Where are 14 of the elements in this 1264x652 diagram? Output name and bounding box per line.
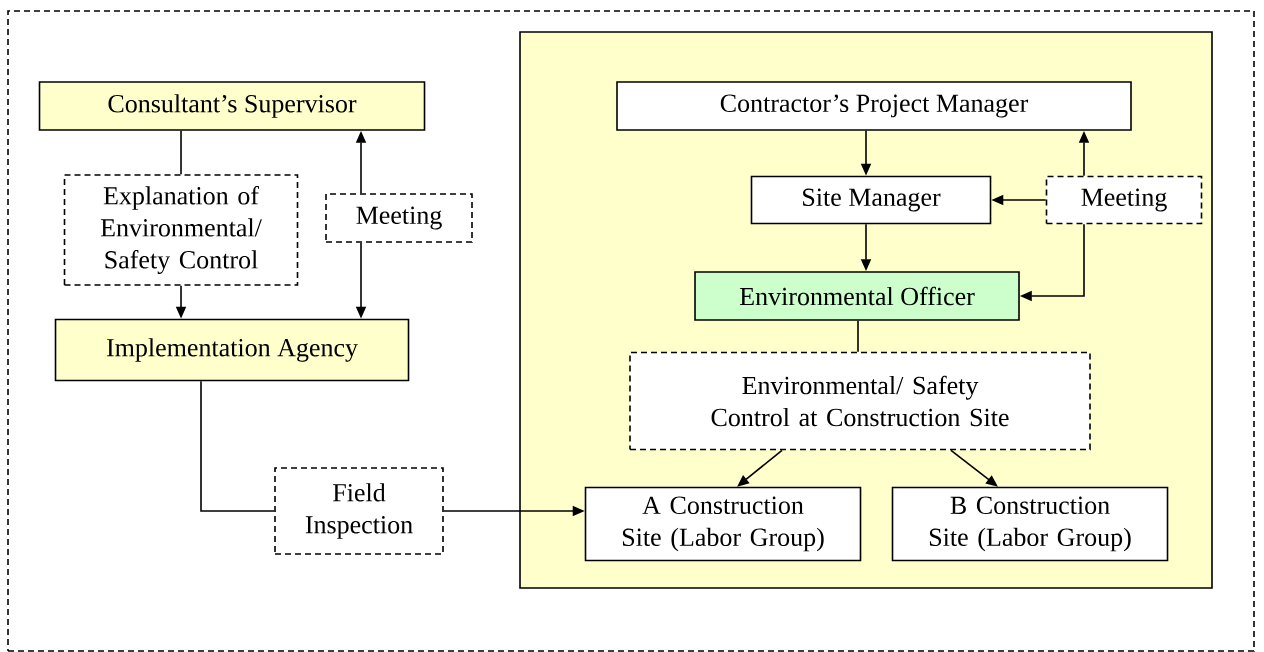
role-box: Site Manager xyxy=(750,175,992,225)
arrow xyxy=(737,449,783,487)
role-box: Implementation Agency xyxy=(54,318,410,382)
role-box: Consultant’s Supervisor xyxy=(38,81,426,131)
activity-box: Explanation of Environmental/ Safety Control xyxy=(63,174,299,286)
role-box: Contractor’s Project Manager xyxy=(616,81,1132,131)
activity-box: Meeting xyxy=(1045,175,1203,225)
activity-box: Field Inspection xyxy=(274,467,444,555)
activity-box: Environmental/ Safety Control at Construction Site xyxy=(629,351,1091,451)
role-box: Environmental Officer xyxy=(694,271,1020,321)
site-box: B Construction Site (Labor Group) xyxy=(891,486,1169,562)
site-box: A Construction Site (Labor Group) xyxy=(584,486,862,562)
activity-box: Meeting xyxy=(325,193,473,243)
arrow xyxy=(950,449,998,487)
